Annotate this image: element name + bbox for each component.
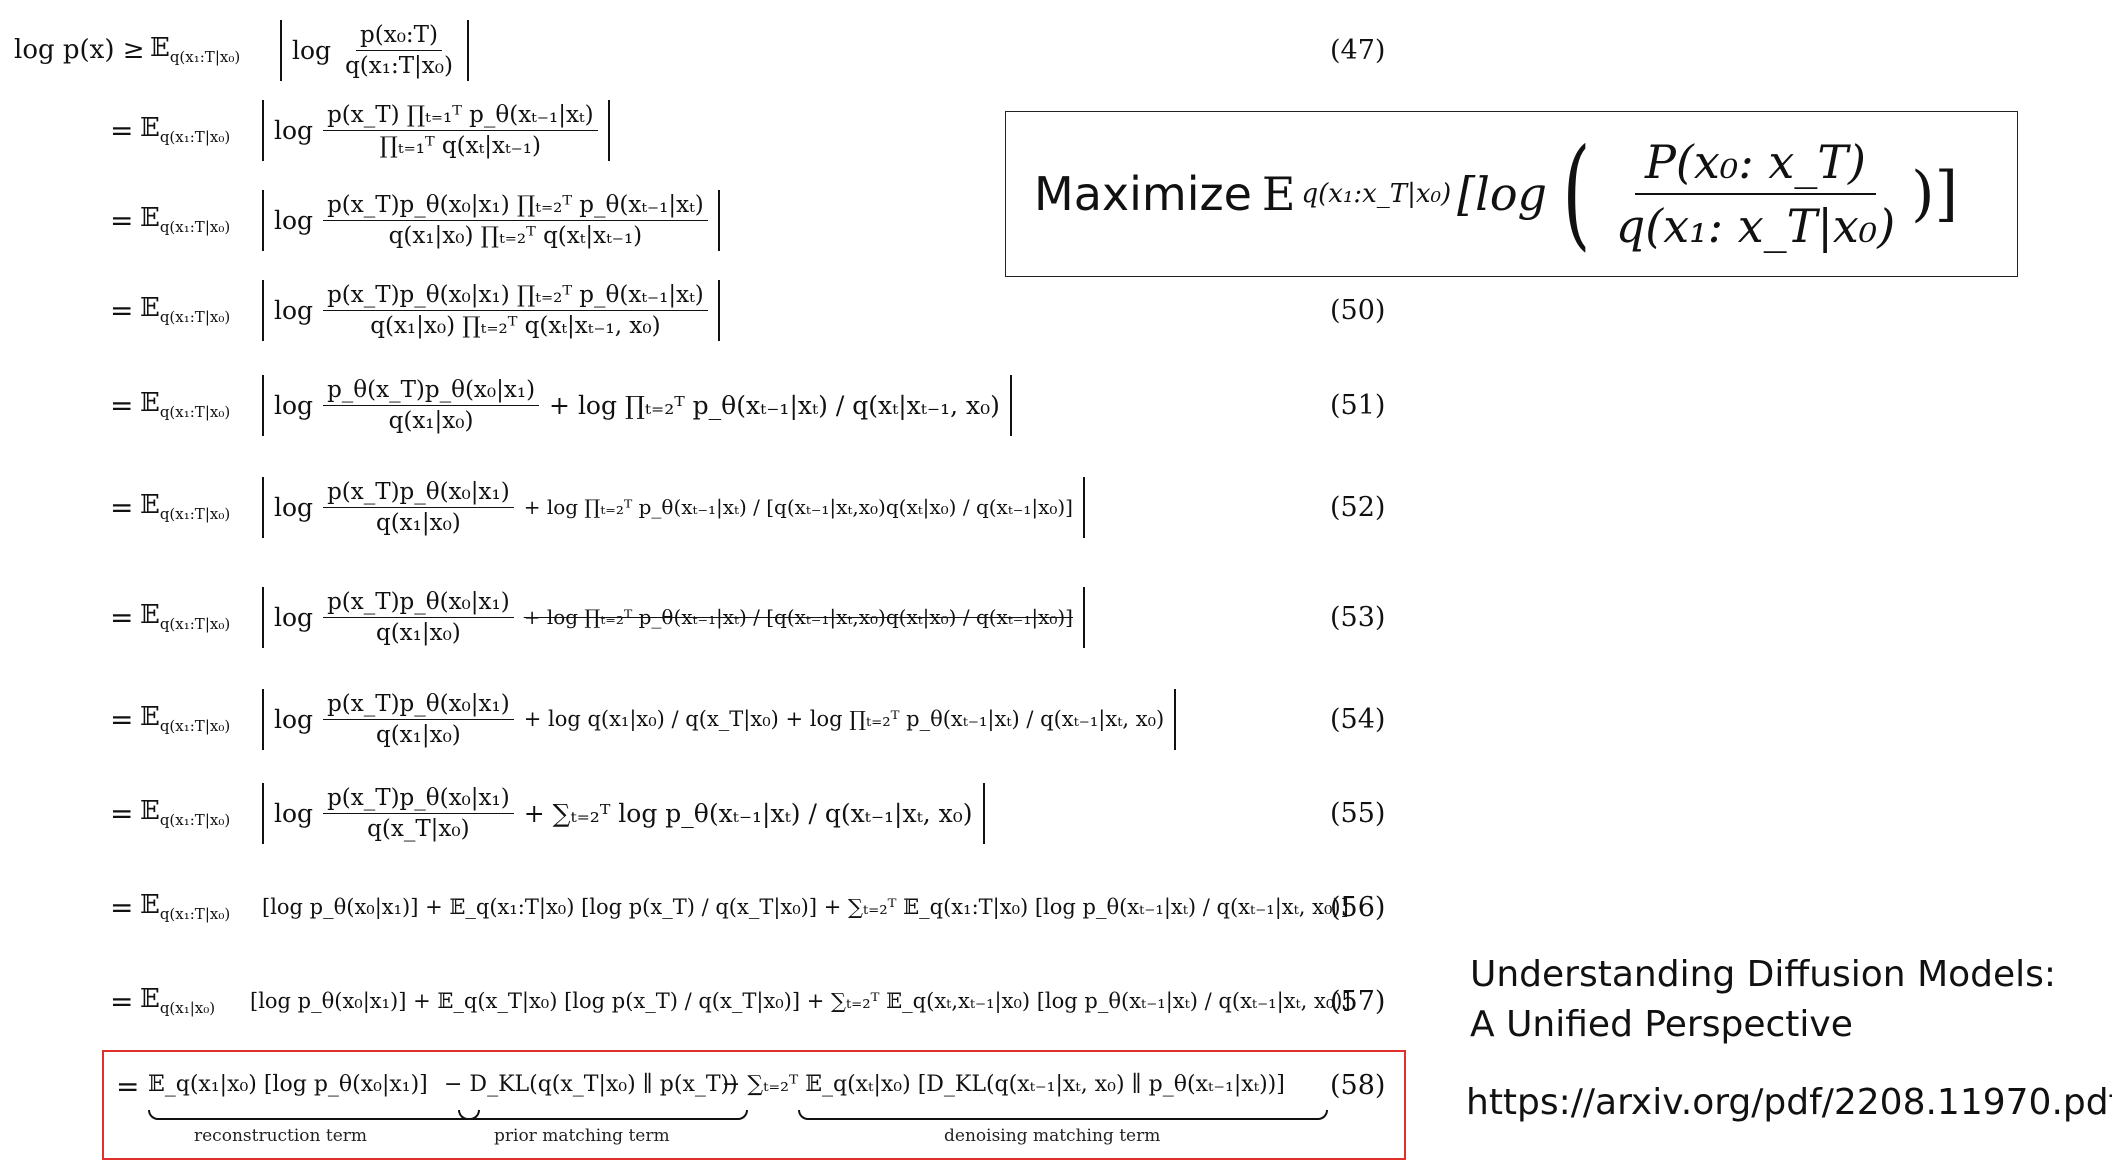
equation-relation: = <box>110 702 134 736</box>
equation-relation: = <box>110 293 134 327</box>
equation-row: = 𝔼q(x₁:T|x₀) [log p_θ(x₀|x₁)] + 𝔼_q(x₁:… <box>0 872 1400 942</box>
equation-body: log p(x_T) ∏ₜ₌₁ᵀ p_θ(xₜ₋₁|xₜ)∏ₜ₌₁ᵀ q(xₜ|… <box>262 99 610 161</box>
equation-number: (56) <box>1330 891 1386 923</box>
equation-row: = 𝔼q(x₁:T|x₀) log p(x_T)p_θ(x₀|x₁)q(x_T|… <box>0 778 1400 848</box>
equation-relation: log p(x) ≥ <box>14 35 145 65</box>
equation-relation: = <box>110 796 134 830</box>
expectation-symbol: 𝔼q(x₁:T|x₀) <box>140 490 231 524</box>
equation-row: = 𝔼q(x₁:T|x₀) log p(x_T) ∏ₜ₌₁ᵀ p_θ(xₜ₋₁|… <box>0 98 1400 162</box>
log-bracket: [log <box>1457 167 1547 221</box>
equation-row: = 𝔼q(x₁|x₀) [log p_θ(x₀|x₁)] + 𝔼_q(x_T|x… <box>0 966 1400 1036</box>
paper-url[interactable]: https://arxiv.org/pdf/2208.11970.pdf <box>1466 1082 2112 1123</box>
equation-row: = 𝔼q(x₁:T|x₀) log p(x_T)p_θ(x₀|x₁) ∏ₜ₌₂ᵀ… <box>0 278 1400 342</box>
equation-row: = 𝔼q(x₁:T|x₀) log p(x_T)p_θ(x₀|x₁)q(x₁|x… <box>0 472 1400 542</box>
equation-number: (52) <box>1330 491 1386 523</box>
fraction: p(x_T) ∏ₜ₌₁ᵀ p_θ(xₜ₋₁|xₜ)∏ₜ₌₁ᵀ q(xₜ|xₜ₋₁… <box>323 102 598 159</box>
equation-relation: = <box>110 984 134 1018</box>
fraction: p(x_T)p_θ(x₀|x₁)q(x_T|x₀) <box>323 785 514 842</box>
expectation-symbol: 𝔼q(x₁:T|x₀) <box>140 890 231 924</box>
equation-relation: = <box>110 203 134 237</box>
equation-number: (51) <box>1330 389 1386 421</box>
equation-number: (54) <box>1330 703 1386 735</box>
equation-extra: + log ∏ₜ₌₂ᵀ p_θ(xₜ₋₁|xₜ) / [q(xₜ₋₁|xₜ,x₀… <box>523 605 1073 629</box>
underbrace <box>148 1110 480 1120</box>
equation-body: log p(x_T)p_θ(x₀|x₁)q(x₁|x₀) + log ∏ₜ₌₂ᵀ… <box>262 586 1085 648</box>
closing-bracket: )] <box>1911 159 1958 229</box>
equation-number: (50) <box>1330 294 1386 326</box>
equation-body: log p_θ(x_T)p_θ(x₀|x₁)q(x₁|x₀) + log ∏ₜ₌… <box>262 374 1012 436</box>
equation-body: log p(x_T)p_θ(x₀|x₁)q(x₁|x₀) + log q(x₁|… <box>262 688 1177 750</box>
fraction: p(x_T)p_θ(x₀|x₁) ∏ₜ₌₂ᵀ p_θ(xₜ₋₁|xₜ)q(x₁|… <box>323 192 708 249</box>
reconstruction-expression: 𝔼_q(x₁|x₀) [log p_θ(x₀|x₁)] <box>148 1072 428 1097</box>
prior-matching-expression: − D_KL(q(x_T|x₀) ∥ p(x_T)) <box>444 1072 738 1097</box>
equation-relation: = <box>110 600 134 634</box>
expectation-symbol: 𝔼q(x₁:T|x₀) <box>140 796 231 830</box>
equation-body: log p(x_T)p_θ(x₀|x₁)q(x_T|x₀) + ∑ₜ₌₂ᵀ lo… <box>262 782 985 844</box>
fraction: p(x_T)p_θ(x₀|x₁)q(x₁|x₀) <box>323 479 514 536</box>
expectation-symbol: 𝔼q(x₁:T|x₀) <box>140 203 231 237</box>
equation-extra: [log p_θ(x₀|x₁)] + 𝔼_q(x_T|x₀) [log p(x_… <box>250 989 1351 1013</box>
equation-body: log p(x_T)p_θ(x₀|x₁)q(x₁|x₀) + log ∏ₜ₌₂ᵀ… <box>262 476 1085 538</box>
equation-extra: + log ∏ₜ₌₂ᵀ p_θ(xₜ₋₁|xₜ) / [q(xₜ₋₁|xₜ,x₀… <box>523 495 1073 519</box>
equation-row: = 𝔼q(x₁:T|x₀) log p(x_T)p_θ(x₀|x₁) ∏ₜ₌₂ᵀ… <box>0 188 1400 252</box>
expectation-symbol: 𝔼q(x₁:T|x₀) <box>140 293 231 327</box>
prior-matching-term-label: prior matching term <box>494 1126 670 1146</box>
equation-extra: + log q(x₁|x₀) / q(x_T|x₀) + log ∏ₜ₌₂ᵀ p… <box>523 707 1165 731</box>
equation-row: log p(x) ≥ 𝔼q(x₁:T|x₀) log p(x₀:T)q(x₁:T… <box>0 18 1400 82</box>
fraction: p(x_T)p_θ(x₀|x₁) ∏ₜ₌₂ᵀ p_θ(xₜ₋₁|xₜ)q(x₁|… <box>323 282 708 339</box>
equation-row: = 𝔼q(x₁:T|x₀) log p(x_T)p_θ(x₀|x₁)q(x₁|x… <box>0 582 1400 652</box>
fraction: p(x_T)p_θ(x₀|x₁)q(x₁|x₀) <box>323 589 514 646</box>
highlighted-final-equation: = 𝔼_q(x₁|x₀) [log p_θ(x₀|x₁)] reconstruc… <box>102 1050 1406 1160</box>
maximize-label: Maximize <box>1034 167 1252 221</box>
equation-extra: [log p_θ(x₀|x₁)] + 𝔼_q(x₁:T|x₀) [log p(x… <box>262 895 1349 919</box>
equation-row: = 𝔼q(x₁:T|x₀) log p_θ(x_T)p_θ(x₀|x₁)q(x₁… <box>0 370 1400 440</box>
fraction: p(x_T)p_θ(x₀|x₁)q(x₁|x₀) <box>323 691 514 748</box>
equation-number: (55) <box>1330 797 1386 829</box>
expectation-symbol: 𝔼q(x₁:T|x₀) <box>140 702 231 736</box>
underbrace <box>798 1110 1328 1120</box>
fraction: p_θ(x_T)p_θ(x₀|x₁)q(x₁|x₀) <box>323 377 540 434</box>
equation-relation: = <box>110 113 134 147</box>
equation-relation: = <box>116 1070 140 1103</box>
denoising-matching-term-label: denoising matching term <box>944 1126 1161 1146</box>
equation-relation: = <box>110 890 134 924</box>
paper-title: Understanding Diffusion Models: A Unifie… <box>1470 954 2057 1045</box>
equation-number: (53) <box>1330 601 1386 633</box>
reconstruction-term-label: reconstruction term <box>194 1126 368 1146</box>
left-paren: ( <box>1562 124 1591 263</box>
equation-relation: = <box>110 490 134 524</box>
equation-row: = 𝔼q(x₁:T|x₀) log p(x_T)p_θ(x₀|x₁)q(x₁|x… <box>0 684 1400 754</box>
denoising-matching-expression: − ∑ₜ₌₂ᵀ 𝔼_q(xₜ|x₀) [D_KL(q(xₜ₋₁|xₜ, x₀) … <box>722 1072 1285 1097</box>
equation-number: (57) <box>1330 985 1386 1017</box>
equation-body: log p(x_T)p_θ(x₀|x₁) ∏ₜ₌₂ᵀ p_θ(xₜ₋₁|xₜ)q… <box>262 189 720 251</box>
expectation-subscript: q(x₁:x_T|x₀) <box>1301 179 1452 209</box>
equation-relation: = <box>110 388 134 422</box>
expectation-symbol: E <box>1261 167 1296 221</box>
fraction: P(x₀: x_T) q(x₁: x_T|x₀) <box>1615 135 1896 253</box>
equation-body: log p(x_T)p_θ(x₀|x₁) ∏ₜ₌₂ᵀ p_θ(xₜ₋₁|xₜ)q… <box>262 279 720 341</box>
expectation-symbol: 𝔼q(x₁|x₀) <box>140 984 216 1018</box>
equation-number: (47) <box>1330 34 1386 66</box>
underbrace <box>458 1110 748 1120</box>
fraction: p(x₀:T)q(x₁:T|x₀) <box>345 21 453 79</box>
expectation-symbol: 𝔼q(x₁:T|x₀) <box>150 33 241 67</box>
expectation-symbol: 𝔼q(x₁:T|x₀) <box>140 600 231 634</box>
expectation-symbol: 𝔼q(x₁:T|x₀) <box>140 113 231 147</box>
equation-number: (58) <box>1330 1070 1386 1101</box>
equation-extra: + log ∏ₜ₌₂ᵀ p_θ(xₜ₋₁|xₜ) / q(xₜ|xₜ₋₁, x₀… <box>549 390 1000 420</box>
equation-body: log p(x₀:T)q(x₁:T|x₀) <box>280 19 469 81</box>
equation-extra: + ∑ₜ₌₂ᵀ log p_θ(xₜ₋₁|xₜ) / q(xₜ₋₁|xₜ, x₀… <box>523 798 973 828</box>
expectation-symbol: 𝔼q(x₁:T|x₀) <box>140 388 231 422</box>
